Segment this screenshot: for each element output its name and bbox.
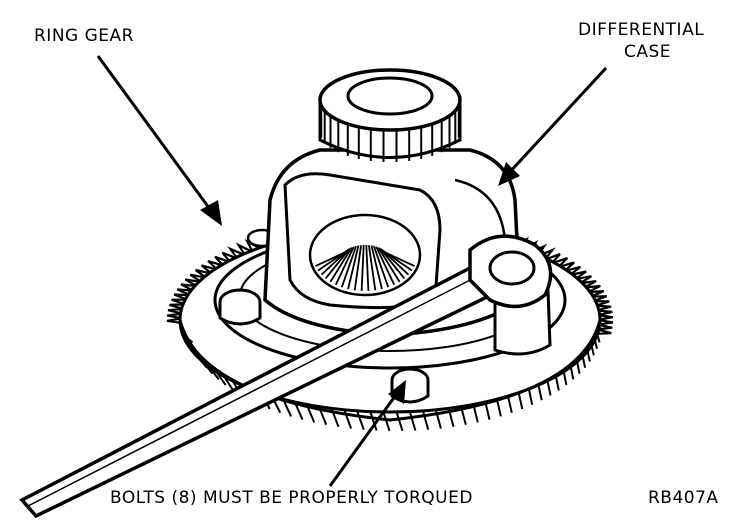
- pinion-tooth: [360, 244, 365, 291]
- pinion-tooth: [340, 245, 357, 288]
- front-tooth-line: [546, 380, 552, 396]
- front-tooth-line: [507, 395, 513, 414]
- pinion-gear: [315, 244, 415, 291]
- leader-ring-gear-arrow: [200, 200, 222, 226]
- pinion-tooth: [375, 246, 396, 286]
- bolt-front: [390, 367, 430, 404]
- gear-tooth: [166, 317, 181, 324]
- front-tooth-line: [191, 350, 203, 363]
- label-ring-gear: RING GEAR: [34, 26, 134, 46]
- front-tooth-line: [395, 411, 404, 432]
- front-tooth-line: [215, 371, 227, 386]
- front-tooth-line: [590, 345, 595, 356]
- front-tooth-line: [576, 361, 581, 374]
- pinion-tooth: [353, 245, 362, 291]
- pinion-tooth: [329, 247, 353, 283]
- front-tooth-line: [434, 409, 442, 429]
- gear-tooth: [167, 308, 182, 315]
- pinion-tooth: [315, 251, 347, 267]
- pinion-tooth: [382, 249, 413, 272]
- gear-tooth: [171, 298, 186, 305]
- front-tooth-line: [305, 404, 316, 423]
- front-tooth-line: [562, 371, 568, 386]
- front-tooth-line: [343, 409, 353, 429]
- leader-ring-gear: [96, 55, 214, 213]
- pinion-tooth: [379, 247, 406, 280]
- pinion-tooth: [324, 247, 351, 280]
- front-tooth-line: [382, 411, 391, 432]
- label-figure-code: RB407A: [648, 488, 719, 508]
- gear-tooth: [593, 295, 608, 302]
- front-tooth-line: [472, 404, 479, 423]
- front-tooth-line: [460, 406, 467, 426]
- label-case: CASE: [624, 42, 672, 62]
- leader-differential-case: [506, 66, 608, 176]
- front-tooth-line: [317, 406, 328, 426]
- front-tooth-line: [569, 366, 575, 380]
- front-tooth-line: [447, 408, 455, 428]
- front-tooth-line: [408, 411, 417, 431]
- pinion-tooth: [370, 245, 383, 290]
- side-gear: [308, 213, 422, 297]
- front-tooth-line: [593, 339, 598, 350]
- gear-tooth: [599, 314, 614, 321]
- front-tooth-line: [517, 392, 524, 410]
- front-tooth-line: [421, 410, 430, 430]
- leader-bolts: [328, 391, 400, 487]
- leader-differential-case-arrow: [498, 162, 520, 186]
- gear-tooth: [597, 328, 612, 335]
- front-tooth-line: [537, 384, 543, 401]
- leader-bolts-arrow: [388, 380, 406, 404]
- bolt-left: [218, 288, 262, 326]
- bearing-rollers: [319, 100, 461, 162]
- pinion-tooth: [365, 244, 370, 291]
- gear-tooth: [166, 312, 181, 320]
- pinion-tooth: [368, 245, 377, 291]
- front-tooth-line: [208, 366, 220, 381]
- front-tooth-line: [484, 401, 491, 420]
- pinion-tooth: [347, 245, 360, 290]
- front-tooth-line: [330, 407, 340, 428]
- front-tooth-line: [527, 388, 534, 406]
- front-tooth-line: [184, 339, 196, 350]
- gear-tooth: [595, 300, 610, 307]
- label-differential: DIFFERENTIAL: [578, 20, 705, 40]
- front-tooth-line: [187, 344, 199, 357]
- front-tooth-line: [369, 411, 378, 431]
- front-tooth-line: [282, 398, 293, 417]
- gear-tooth: [598, 309, 613, 316]
- gear-tooth: [598, 323, 613, 331]
- label-bolts-torque: BOLTS (8) MUST BE PROPERLY TORQUED: [110, 488, 473, 508]
- pinion-tooth: [334, 246, 355, 286]
- gear-tooth: [597, 304, 612, 311]
- front-tooth-line: [356, 410, 365, 431]
- gear-tooth: [599, 319, 614, 326]
- front-tooth-line: [581, 356, 587, 368]
- gear-tooth: [169, 303, 184, 310]
- front-tooth-line: [223, 375, 235, 391]
- front-tooth-line: [586, 350, 591, 362]
- front-tooth-line: [495, 398, 502, 417]
- ring-gear-rim: [178, 319, 602, 422]
- front-tooth-line: [554, 376, 560, 391]
- pinion-tooth: [373, 245, 390, 288]
- torque-wrench: [19, 234, 553, 519]
- bearing-bore: [346, 76, 434, 116]
- pinion-tooth: [381, 248, 410, 276]
- front-tooth-line: [293, 401, 304, 421]
- front-tooth-line: [181, 333, 194, 344]
- pinion-tooth: [377, 247, 401, 283]
- front-tooth-line: [596, 334, 601, 343]
